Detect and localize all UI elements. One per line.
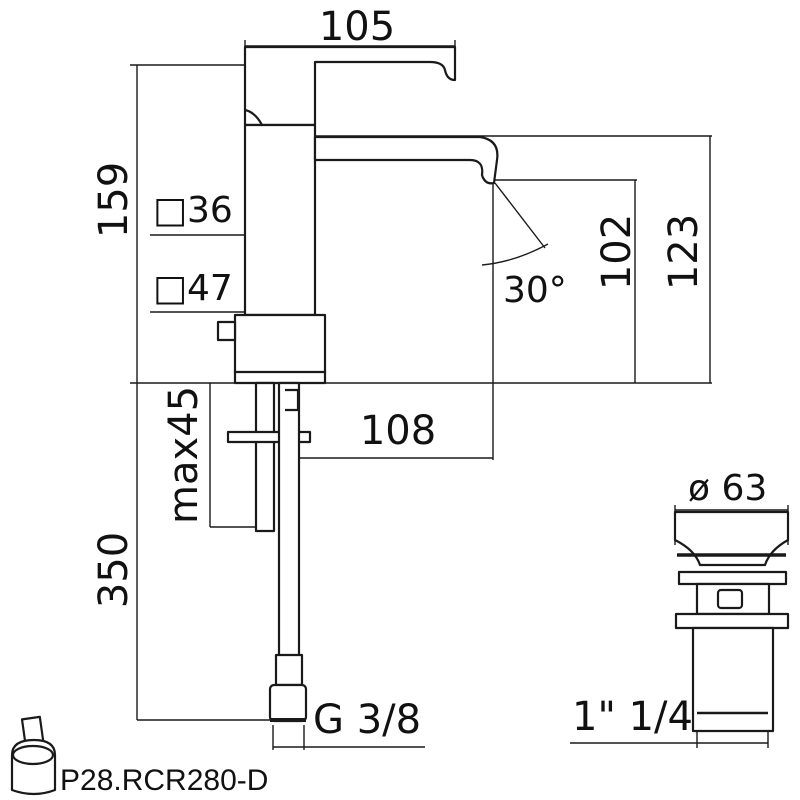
dim-max-deck: max45 — [161, 386, 207, 524]
fixing-washer — [226, 430, 312, 444]
handle-lever — [243, 45, 457, 127]
dim-handle-width: 105 — [319, 4, 395, 50]
dim-total-height: 159 — [91, 162, 137, 238]
drain-rod-knob — [216, 320, 237, 342]
hose-nut — [268, 683, 308, 723]
faucet-body — [216, 45, 499, 723]
dim-hose-thread: G 3/8 — [313, 697, 421, 743]
faucet-column — [243, 123, 317, 317]
dim-hose-length: 350 — [91, 532, 137, 608]
dim-drain-thread: 1" 1/4 — [572, 694, 693, 740]
cartridge-code: P28.RCR280-D — [60, 764, 268, 797]
base-plate — [233, 370, 327, 385]
flex-hose — [277, 381, 301, 665]
dim-spout-reach: 108 — [360, 408, 436, 454]
pop-up-drain — [673, 510, 790, 733]
dim-spout-height: 102 — [594, 214, 640, 290]
dim-drain-diameter: ø 63 — [688, 468, 767, 509]
dim-square-top: □36 — [153, 190, 233, 231]
dim-spout-angle: 30° — [503, 270, 567, 311]
dim-outlet-height: 123 — [661, 214, 707, 290]
threaded-shank — [254, 381, 276, 533]
cartridge-icon — [10, 715, 57, 796]
spout — [313, 135, 499, 185]
dim-square-bottom: □47 — [153, 268, 233, 309]
